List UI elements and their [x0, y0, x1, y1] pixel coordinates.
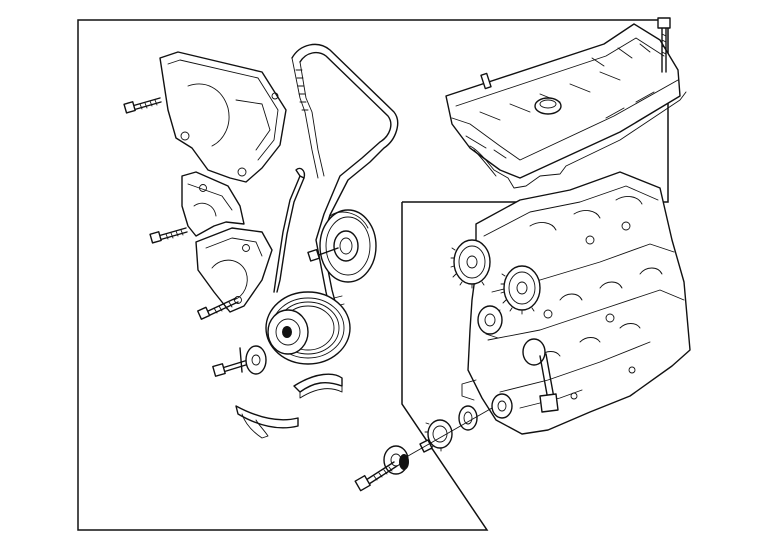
tensioner-arm	[522, 338, 559, 413]
callout-frame	[77, 19, 669, 531]
dipstick	[273, 167, 306, 293]
crank-bolt	[212, 347, 250, 377]
tensioner-pulley	[319, 209, 377, 283]
crankshaft-plate	[383, 445, 409, 475]
middle-timing-cover	[181, 171, 245, 237]
front-oil-seal-housing	[491, 393, 513, 419]
head-cover-gasket	[469, 91, 687, 189]
camshaft-sprocket-2	[500, 265, 541, 315]
crankshaft-pulley	[265, 291, 351, 365]
washer	[245, 345, 267, 375]
drive-belt-1	[293, 373, 343, 399]
assembly-centre-line	[407, 407, 493, 457]
head-cover-bolt	[657, 17, 671, 73]
drive-belt-2	[235, 405, 299, 439]
cylinder-head-cover	[445, 23, 681, 179]
cover-bolt-1	[123, 97, 162, 114]
cover-bolt-3	[197, 297, 239, 320]
upper-timing-cover	[159, 51, 287, 183]
camshaft-sprocket-1	[450, 239, 491, 289]
block-idler-pulley	[477, 305, 503, 335]
pulley-bolt	[307, 247, 339, 262]
cover-bolt-2	[149, 227, 188, 244]
engine-block	[461, 171, 691, 435]
sprocket-bolt	[354, 461, 398, 492]
lower-timing-cover	[195, 227, 273, 313]
